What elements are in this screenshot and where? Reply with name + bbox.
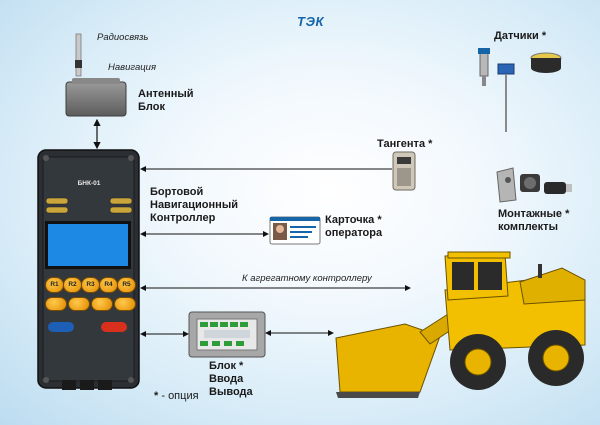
device-fkey-1 <box>45 297 67 311</box>
aggregate-controller-label: К агрегатному контроллеру <box>242 273 372 284</box>
mounting-label-line2: комплекты <box>498 221 558 233</box>
device-blue-button <box>48 322 74 332</box>
board-label-line1: Бортовой <box>150 186 204 198</box>
option-note: * - опция <box>154 390 199 402</box>
antenna <box>75 33 82 77</box>
card-label-line1: Карточка * <box>325 214 382 226</box>
company-logo: ТЭК <box>297 14 324 29</box>
radio-label: Радиосвязь <box>97 32 149 43</box>
device-button-r5: R5 <box>117 277 136 293</box>
device-fkey-3 <box>91 297 113 311</box>
antenna-block-label-line2: Блок <box>138 101 165 113</box>
device-button-r2: R2 <box>63 277 82 293</box>
navigation-label: Навигация <box>108 62 157 73</box>
io-block-label-line1: Блок * <box>209 360 244 372</box>
antenna-block-label-line1: Антенный <box>138 88 194 100</box>
device-button-r1: R1 <box>45 277 64 293</box>
wheel-loader-image <box>335 251 586 398</box>
device-fkey-2 <box>68 297 90 311</box>
device-button-r3: R3 <box>81 277 100 293</box>
tangent-device <box>392 151 416 191</box>
sensors-images <box>478 48 562 132</box>
antenna-block-device <box>65 78 127 117</box>
tangent-label: Тангента * <box>377 138 433 150</box>
device-fkey-4 <box>114 297 136 311</box>
operator-card <box>269 216 321 245</box>
io-block-label-line3: Вывода <box>209 386 253 398</box>
sensors-label: Датчики * <box>494 30 547 42</box>
card-label-line2: оператора <box>325 227 383 239</box>
device-button-r4: R4 <box>99 277 118 293</box>
io-block-label-line2: Ввода <box>209 373 244 385</box>
io-block-device <box>188 311 266 358</box>
device-red-button <box>101 322 127 332</box>
board-label-line2: Навигационный <box>150 199 238 211</box>
mounting-label-line1: Монтажные * <box>498 208 570 220</box>
board-label-line3: Контроллер <box>150 212 216 224</box>
mounting-images <box>496 167 572 203</box>
device-model-label: БНК-01 <box>77 180 101 187</box>
